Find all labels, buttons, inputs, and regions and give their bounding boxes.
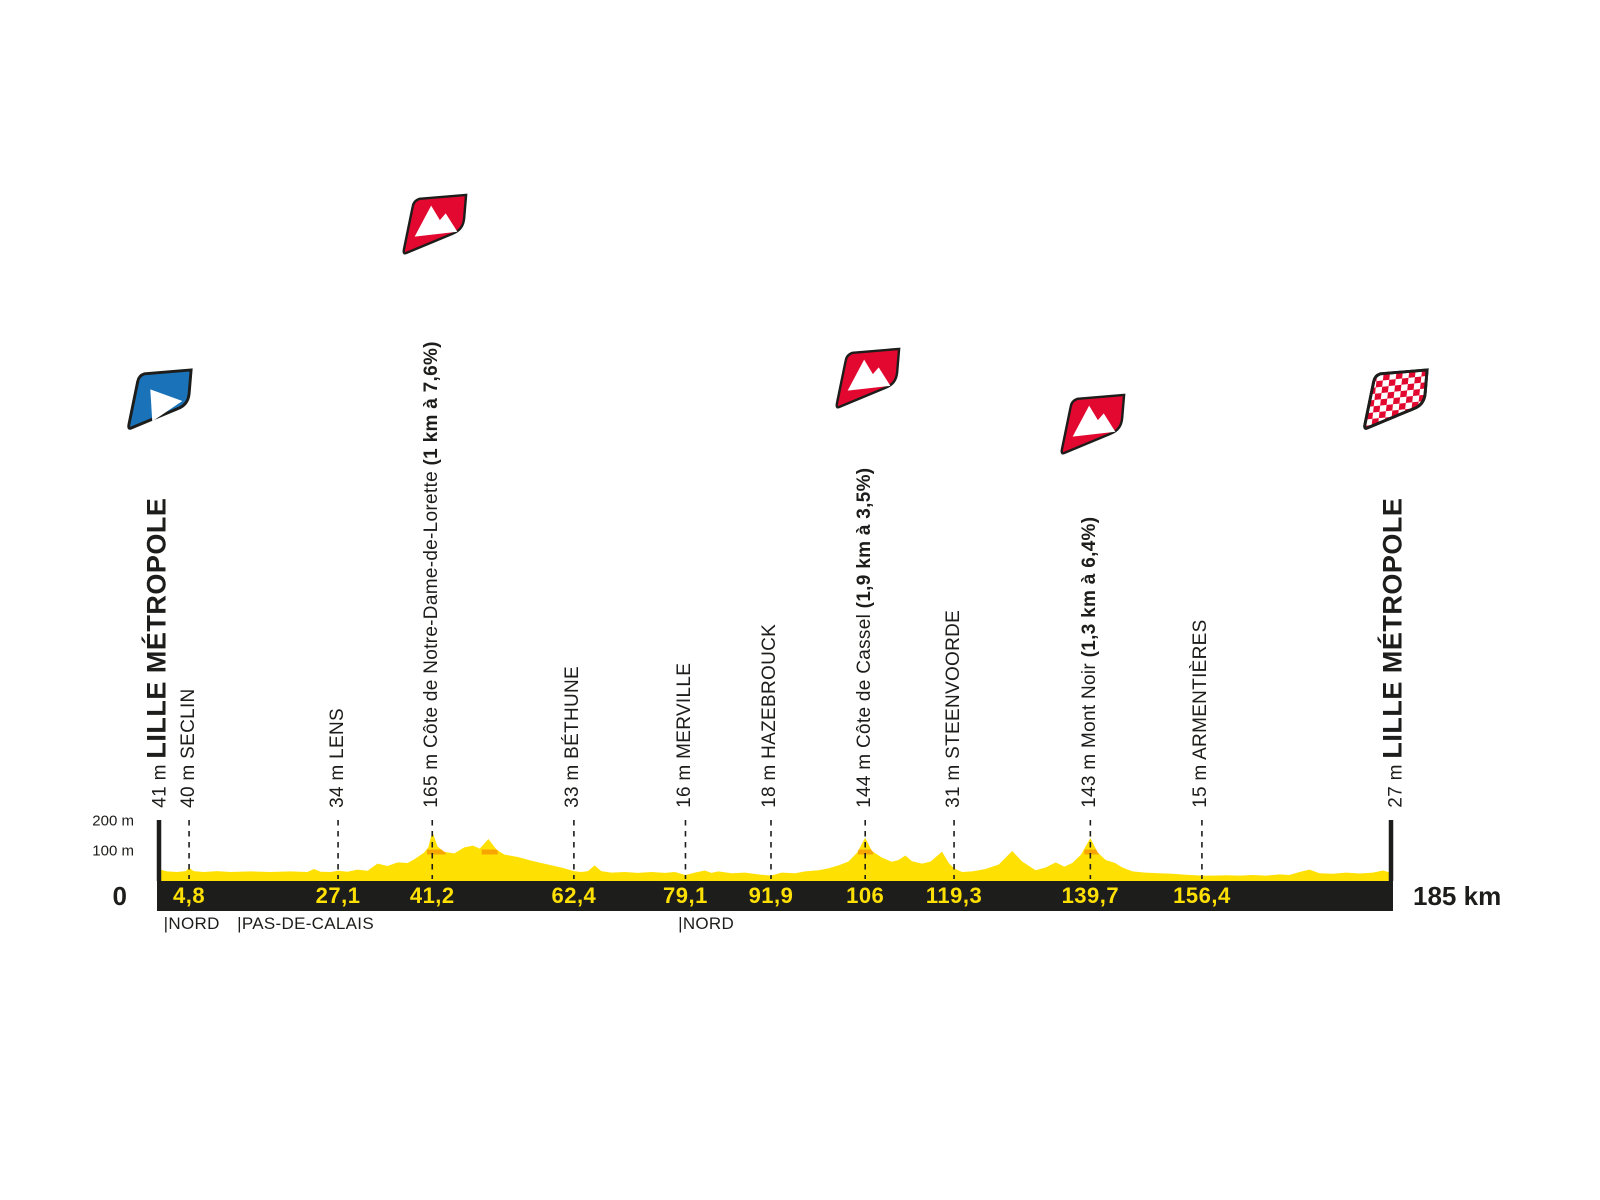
department-label: |NORD [163,914,220,933]
label-text: 40 m SECLIN [177,688,199,808]
city-label: 40 m SECLIN [177,688,200,808]
climb-flag-icon [401,192,471,263]
steep-gradient-strip [1084,849,1100,855]
city-label: 18 m HAZEBROUCK [759,623,782,808]
label-text: (1,9 km à 3,5%) [853,467,875,609]
km-marker-91,9: 91,9 [748,883,794,908]
label-text: 143 m Mont Noir [1078,657,1100,808]
climb-flag-icon [834,346,904,417]
steep-gradient-strip [481,849,498,855]
city-label: 16 m MERVILLE [674,662,696,808]
km-marker-27,1: 27,1 [315,883,361,908]
label-text: 34 m LENS [326,708,348,808]
km-marker-139,7: 139,7 [1061,883,1120,908]
department-label: |PAS-DE-CALAIS [237,914,374,933]
steep-gradient-strip [857,849,874,855]
label-text: 144 m Côte de Cassel [853,608,875,808]
km-marker-79,1: 79,1 [663,883,708,908]
climb-label: 165 m Côte de Notre-Dame-de-Lorette (1 k… [420,341,443,808]
km-marker-156,4: 156,4 [1173,883,1231,908]
label-text: 15 m ARMENTIÈRES [1190,619,1212,808]
km-marker-106: 106 [846,883,885,908]
steep-gradient-strip [426,849,446,855]
climb-label: 144 m Côte de Cassel (1,9 km à 3,5%) [853,467,876,808]
finish-label: 27 m LILLE MÉTROPOLE [1377,497,1408,808]
km-marker-62,4: 62,4 [551,883,597,908]
city-label: 34 m LENS [326,708,349,808]
y-axis-label-200m: 200 m [92,812,134,830]
label-text: LILLE MÉTROPOLE [141,497,172,759]
elevation-area [157,831,1393,881]
climb-label: 143 m Mont Noir (1,3 km à 6,4%) [1078,516,1101,808]
x-axis-start-label: 0 [112,881,127,911]
label-text: 16 m MERVILLE [674,662,696,808]
label-text: LILLE MÉTROPOLE [1377,497,1408,759]
label-text: 27 m [1385,758,1407,808]
finish-flag-icon [1362,367,1432,438]
label-text: (1,3 km à 6,4%) [1078,516,1100,658]
label-text: (1 km à 7,6%) [420,341,442,466]
x-axis-total-distance-label: 185 km [1413,881,1502,911]
city-label: 33 m BÉTHUNE [562,665,585,808]
label-text: 165 m Côte de Notre-Dame-de-Lorette [420,465,442,808]
start-label: 41 m LILLE MÉTROPOLE [141,497,172,808]
department-label: |NORD [678,914,735,933]
y-axis-label-100m: 100 m [92,842,134,860]
km-marker-4,8: 4,8 [173,883,206,908]
city-label: 15 m ARMENTIÈRES [1190,619,1213,808]
climb-flag-icon [1059,392,1129,463]
label-text: 33 m BÉTHUNE [562,665,584,808]
city-label: 31 m STEENVOORDE [942,609,965,808]
label-text: 31 m STEENVOORDE [942,609,964,808]
start-flag-icon [126,367,196,438]
km-marker-119,3: 119,3 [925,883,983,908]
km-marker-41,2: 41,2 [409,883,455,908]
distance-bar [157,881,1393,911]
label-text: 41 m [149,758,171,808]
label-text: 18 m HAZEBROUCK [759,623,781,808]
